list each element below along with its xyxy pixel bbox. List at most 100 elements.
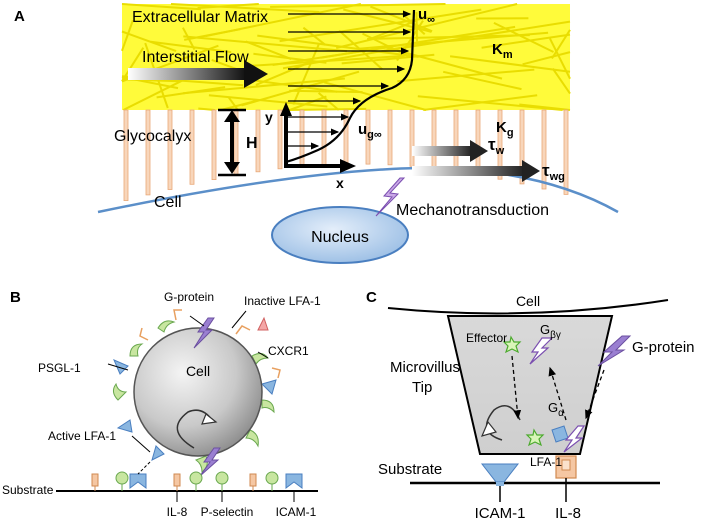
effector-icon <box>502 335 522 354</box>
cell-membrane <box>97 166 619 214</box>
interstitial-flow-label: Interstitial Flow <box>142 49 249 66</box>
ecm-fiber <box>170 3 320 13</box>
signaling-arrows <box>511 355 605 421</box>
velocity-profile <box>285 9 416 164</box>
lfa1-label: LFA-1 <box>530 455 562 469</box>
ecm-fiber <box>257 34 419 58</box>
nucleus-label: Nucleus <box>311 229 369 246</box>
lfa1-icon <box>525 428 545 447</box>
ecm-fiber <box>335 3 518 49</box>
glycocalyx-fiber <box>343 109 349 165</box>
ecm-fiber <box>208 94 328 108</box>
interstitial-flow-arrow <box>128 60 268 88</box>
g-beta-gamma-label: Gβγ <box>540 322 561 341</box>
glycocalyx-label: Glycocalyx <box>114 128 191 145</box>
cell-label-b: Cell <box>186 363 210 379</box>
g-protein-label-c: G-protein <box>632 339 695 356</box>
icam1-label-c: ICAM-1 <box>475 505 526 522</box>
glycocalyx-fiber <box>541 109 547 190</box>
glycocalyx-fiber <box>431 109 437 169</box>
ecm-label: Extracellular Matrix <box>132 9 268 26</box>
glycocalyx-fiber <box>453 109 459 172</box>
glycocalyx-fiber <box>189 109 195 185</box>
ecm-fiber <box>449 55 571 73</box>
g-beta-gamma-icon <box>529 337 554 365</box>
microvillus-label-line1: Microvillus <box>390 359 460 376</box>
g-protein-label-b: G-protein <box>164 290 214 304</box>
glycocalyx-fiber <box>123 109 129 201</box>
ecm-fiber <box>245 54 405 68</box>
glycocalyx-fiber <box>321 109 327 166</box>
glycocalyx-fiber <box>519 109 525 185</box>
mechanotransduction-label: Mechanotransduction <box>396 202 549 219</box>
km-label: Km <box>492 41 513 61</box>
il8-receptor <box>555 455 577 479</box>
substrate-label-c: Substrate <box>378 461 442 478</box>
ecm-fiber <box>292 43 320 105</box>
mechanotransduction-icon <box>375 177 406 217</box>
glycocalyx-fiber <box>255 109 261 173</box>
p-selectin-label: P-selectin <box>201 505 254 519</box>
h-label: H <box>246 135 258 152</box>
ecm-fiber <box>289 89 363 94</box>
u-infinity-label: u∞ <box>418 6 435 26</box>
ecm-fiber <box>272 45 393 66</box>
kg-label: Kg <box>496 119 514 139</box>
x-axis-label: x <box>336 175 344 191</box>
ecm-fiber <box>122 79 183 111</box>
glycocalyx-fiber <box>365 109 371 165</box>
ecm-fiber <box>519 103 571 111</box>
il8-label-b: IL-8 <box>167 505 188 519</box>
shear-stress-arrows <box>412 140 540 182</box>
substrate-label-b: Substrate <box>2 483 54 497</box>
ecm-fiber <box>183 35 348 53</box>
glycocalyx-fiber <box>563 109 569 195</box>
cell-sphere <box>133 327 263 457</box>
ecm-fiber <box>245 40 292 61</box>
active-lfa1-label: Active LFA-1 <box>48 429 116 443</box>
g-alpha-label: Gα <box>548 400 564 419</box>
ecm-fiber <box>397 68 535 83</box>
rotation-arrowhead-c <box>480 420 498 437</box>
ecm-fiber <box>493 22 554 53</box>
glycocalyx-fiber <box>409 109 415 167</box>
panel-c: C Cell Effector Gβγ G-protein Gα LFA- <box>366 289 695 522</box>
cell-top-arc <box>387 299 669 315</box>
icam1-receptor <box>480 463 520 483</box>
ecm-fiber <box>481 33 571 49</box>
ecm-fiber <box>358 31 549 50</box>
g-protein-icon-b <box>193 317 215 349</box>
panel-c-letter: C <box>366 289 377 306</box>
tau-w-label: τw <box>488 135 505 157</box>
il8-label-c: IL-8 <box>555 505 581 522</box>
glycocalyx-fiber <box>277 109 283 170</box>
cell-label-c: Cell <box>516 293 540 309</box>
ecm-fiber <box>302 26 327 46</box>
glycocalyx-height-arrow <box>218 108 246 177</box>
ecm-fiber <box>522 51 571 66</box>
ecm-fiber <box>228 97 239 111</box>
panel-b-letter: B <box>10 289 21 306</box>
glycocalyx-fiber <box>167 109 173 190</box>
ecm-fiber <box>362 32 409 57</box>
tau-wg-label: τwg <box>542 161 565 183</box>
ecm-fiber <box>121 20 134 52</box>
ecm-fiber <box>270 3 446 8</box>
ecm-fiber <box>182 77 345 95</box>
extracellular-matrix <box>121 3 571 111</box>
leader-lines-c <box>499 478 567 502</box>
panel-b: B Cell <box>2 289 321 519</box>
ecm-fiber <box>323 81 427 111</box>
microvillus-label-line2: Tip <box>412 379 432 396</box>
glycocalyx-fiber <box>475 109 481 176</box>
ug-infinity-label: ug∞ <box>358 121 382 141</box>
ecm-fiber <box>384 20 571 52</box>
ecm-fiber <box>289 95 327 111</box>
ecm-fiber <box>121 30 177 53</box>
inactive-lfa1-label: Inactive LFA-1 <box>244 294 321 308</box>
glycocalyx-fiber <box>387 109 393 166</box>
icam1-stem <box>496 482 504 486</box>
rotation-arrowhead-b <box>201 413 218 425</box>
ecm-fiber <box>551 68 571 95</box>
